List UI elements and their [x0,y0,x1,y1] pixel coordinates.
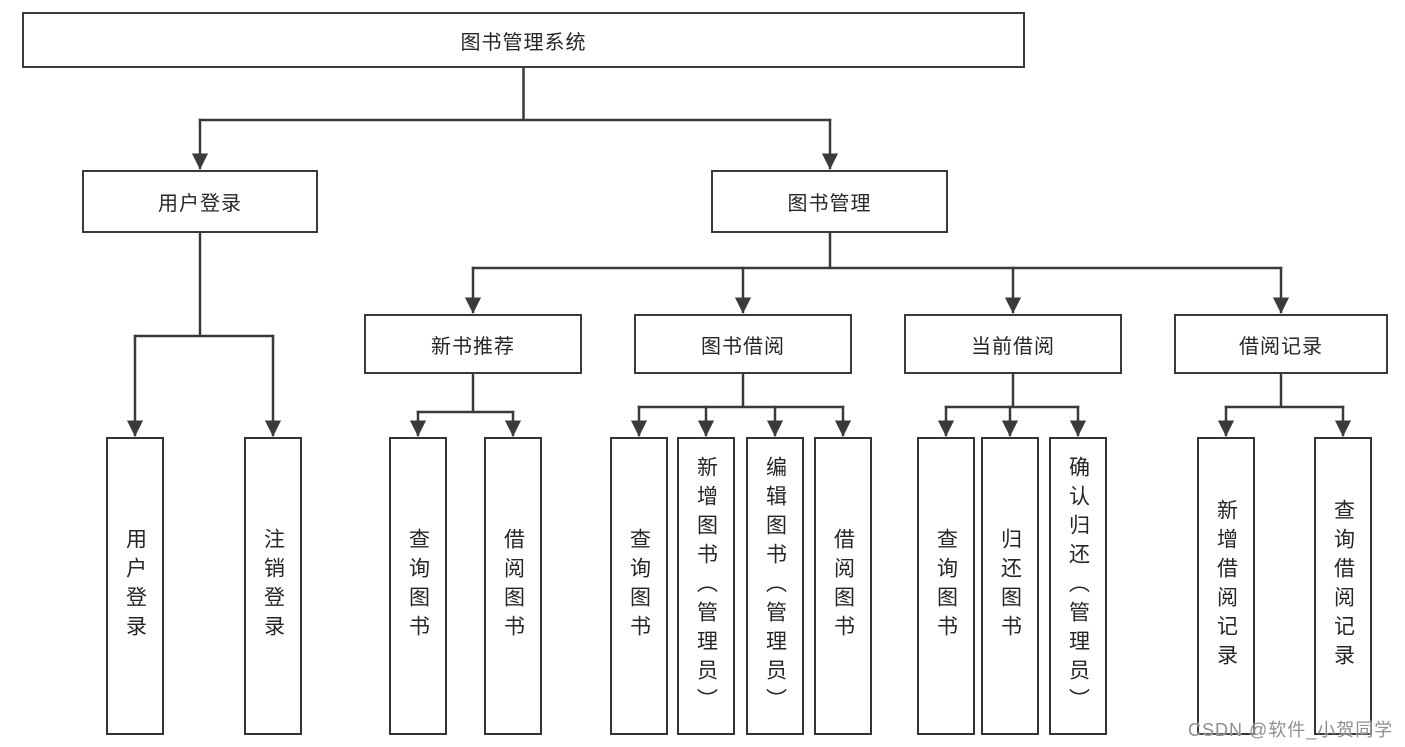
leaf-logout: 注销登录 [244,437,302,735]
node-new-book-recommend: 新书推荐 [364,314,582,374]
node-root: 图书管理系统 [22,12,1025,68]
leaf-borrowing-edit-books-admin: 编辑图书（管理员） [746,437,804,735]
leaf-records-query-record: 查询借阅记录 [1314,437,1372,735]
node-user-login: 用户登录 [82,170,318,233]
root-connector [198,66,832,122]
leaf-user-login: 用户登录 [106,437,164,735]
leaf-borrowing-borrow-books: 借阅图书 [814,437,872,735]
new-book-connector [416,372,515,414]
leaf-recommend-borrow-books: 借阅图书 [484,437,542,735]
book-mgmt-connector [471,231,1283,270]
borrow-record-connector [1224,372,1345,409]
leaf-current-confirm-return-admin: 确认归还（管理员） [1049,437,1107,735]
leaf-current-return-books: 归还图书 [981,437,1039,735]
current-borrow-connector [944,372,1080,409]
leaf-borrowing-query-books: 查询图书 [610,437,668,735]
node-borrowing-records: 借阅记录 [1174,314,1388,374]
node-book-borrowing: 图书借阅 [634,314,852,374]
node-current-borrowing: 当前借阅 [904,314,1122,374]
leaf-records-add-record: 新增借阅记录 [1197,437,1255,735]
node-book-management: 图书管理 [711,170,948,233]
leaf-current-query-books: 查询图书 [917,437,975,735]
book-borrow-connector [637,372,845,409]
user-login-connector [133,231,275,338]
leaf-borrowing-add-books-admin: 新增图书（管理员） [677,437,735,735]
csdn-watermark: CSDN @软件_小贺同学 [1188,720,1394,740]
leaf-recommend-query-books: 查询图书 [389,437,447,735]
